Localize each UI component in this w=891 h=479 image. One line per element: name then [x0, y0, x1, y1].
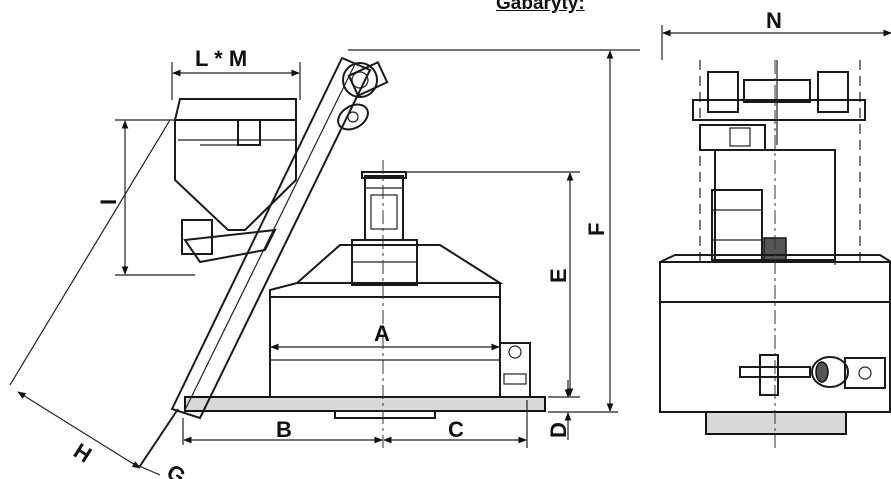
label-d: D — [546, 422, 571, 438]
label-c: C — [448, 417, 464, 442]
mixer-motor — [364, 175, 404, 241]
page-title: Gabaryty: — [496, 0, 585, 14]
front-view — [659, 25, 891, 448]
hopper — [174, 119, 297, 231]
label-h: H — [69, 438, 96, 468]
label-g: G — [162, 459, 190, 479]
label-a: A — [374, 321, 390, 346]
label-f: F — [584, 223, 609, 236]
discharge-valve — [499, 342, 531, 398]
conveyor-head-drum — [342, 62, 378, 98]
front-motor — [711, 189, 763, 261]
label-i: I — [96, 199, 121, 205]
label-b: B — [276, 417, 292, 442]
front-valve — [811, 356, 849, 388]
base-foot — [334, 410, 436, 419]
inclined-conveyor — [170, 56, 372, 420]
front-base — [705, 411, 847, 435]
label-n: N — [766, 8, 782, 33]
label-lm: L * M — [195, 46, 247, 71]
side-view — [9, 49, 640, 476]
base-plate — [184, 396, 546, 412]
top-carriage — [692, 99, 866, 121]
label-e: E — [546, 268, 571, 283]
mixer-lid — [294, 244, 504, 284]
